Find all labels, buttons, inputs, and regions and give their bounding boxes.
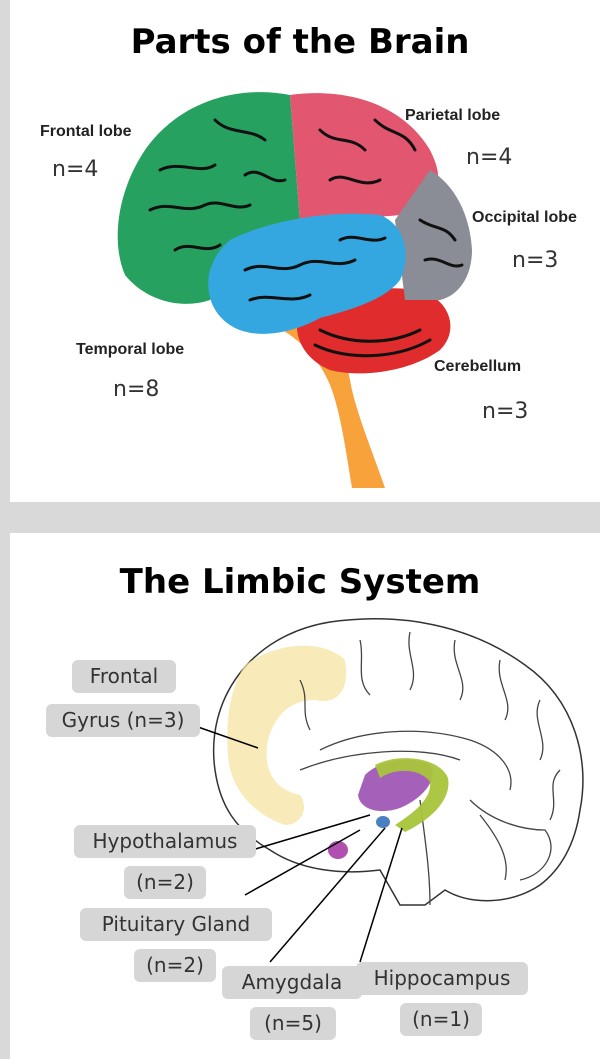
pituitary-gland-shape xyxy=(328,841,348,859)
amygdala-shape xyxy=(376,816,390,828)
amygdala-label-line2: (n=5) xyxy=(250,1007,336,1040)
frontal-gyrus-label-line2: Gyrus (n=3) xyxy=(46,704,200,737)
amygdala-label-line1: Amygdala xyxy=(222,966,362,999)
pituitary-gland-label-line1: Pituitary Gland xyxy=(80,908,272,941)
frontal-gyrus-label-line1: Frontal xyxy=(72,660,176,693)
hypothalamus-label-line2: (n=2) xyxy=(124,866,206,899)
pituitary-gland-label-line2: (n=2) xyxy=(134,949,216,982)
hypothalamus-label-line1: Hypothalamus xyxy=(74,825,256,858)
hippocampus-label-line2: (n=1) xyxy=(400,1003,482,1036)
hippocampus-label-line1: Hippocampus xyxy=(356,962,528,995)
